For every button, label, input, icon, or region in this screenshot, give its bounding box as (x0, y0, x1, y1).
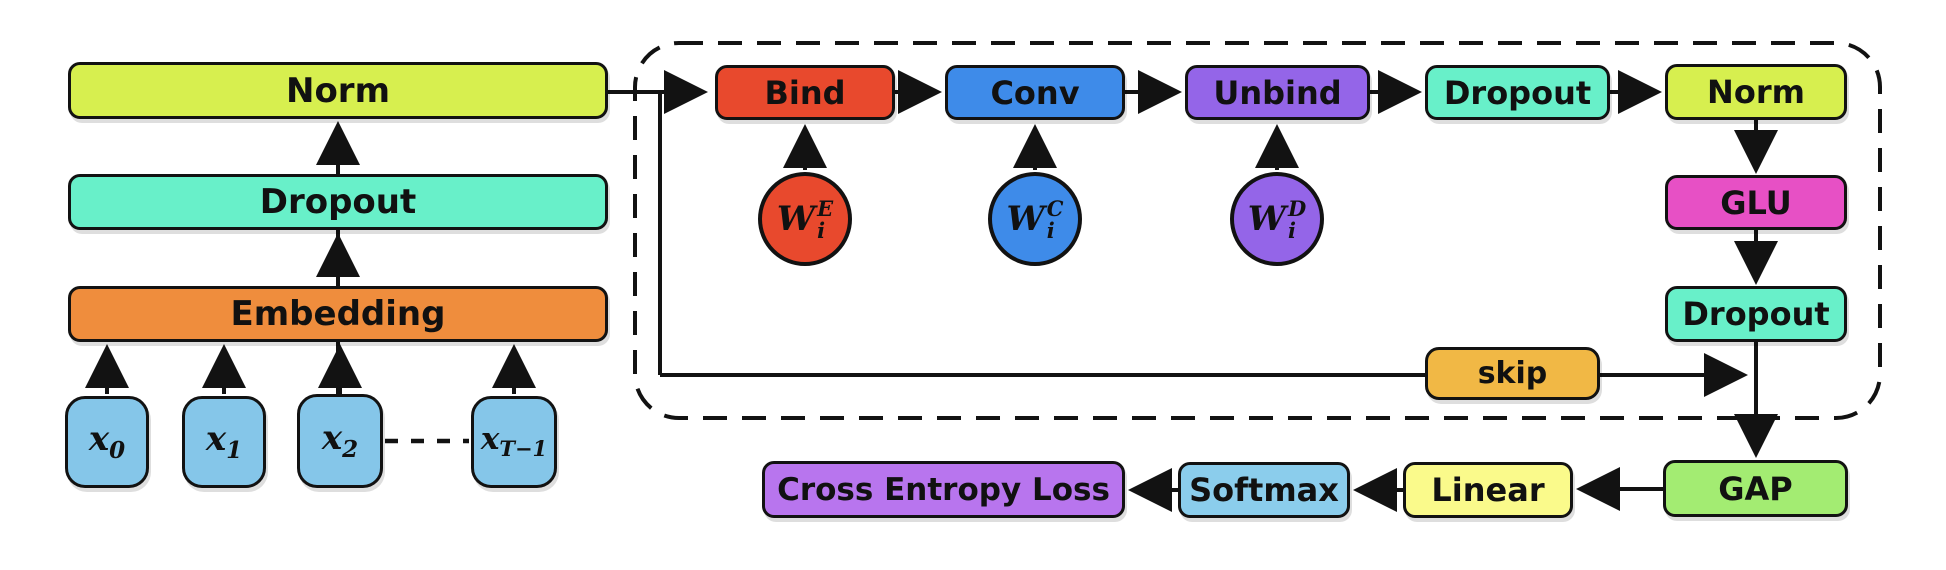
glu-box: GLU (1665, 175, 1847, 230)
input-x0-label: x0 (88, 419, 126, 464)
dropout-right-box: Dropout (1665, 286, 1847, 342)
cross-entropy-loss-label: Cross Entropy Loss (777, 471, 1110, 508)
dropout-top-box: Dropout (1425, 65, 1610, 120)
embedding-box: Embedding (68, 286, 608, 342)
norm-top-label: Norm (1707, 73, 1805, 111)
gap-box: GAP (1663, 460, 1848, 517)
skip-box: skip (1425, 347, 1600, 400)
linear-label: Linear (1431, 471, 1545, 509)
input-x1-label: x1 (205, 419, 243, 464)
input-x0-box: x0 (65, 396, 149, 488)
input-xT1-label: xT−1 (480, 421, 548, 462)
conv-label: Conv (990, 73, 1080, 112)
conv-box: Conv (945, 65, 1125, 120)
input-x2-box: x2 (297, 394, 383, 488)
glu-label: GLU (1720, 183, 1792, 222)
input-xT1-box: xT−1 (471, 396, 557, 488)
gap-label: GAP (1718, 469, 1793, 508)
bind-box: Bind (715, 65, 895, 120)
dropout-top-label: Dropout (1443, 73, 1592, 112)
cross-entropy-loss-box: Cross Entropy Loss (762, 461, 1125, 518)
unbind-box: Unbind (1185, 65, 1370, 120)
residual-block-dashed-border (633, 41, 1882, 420)
input-x2-label: x2 (321, 418, 359, 463)
embedding-label: Embedding (230, 294, 446, 334)
input-x1-box: x1 (182, 396, 266, 488)
bind-label: Bind (764, 73, 846, 112)
norm-top-box: Norm (1665, 64, 1847, 120)
linear-box: Linear (1403, 462, 1573, 518)
norm-left-label: Norm (285, 70, 390, 111)
norm-left-box: Norm (68, 62, 608, 119)
dropout-left-box: Dropout (68, 174, 608, 230)
softmax-label: Softmax (1189, 471, 1339, 509)
dropout-left-label: Dropout (259, 182, 417, 222)
skip-label: skip (1477, 356, 1548, 391)
dropout-right-label: Dropout (1682, 295, 1830, 333)
unbind-label: Unbind (1213, 73, 1342, 112)
softmax-box: Softmax (1178, 462, 1350, 518)
